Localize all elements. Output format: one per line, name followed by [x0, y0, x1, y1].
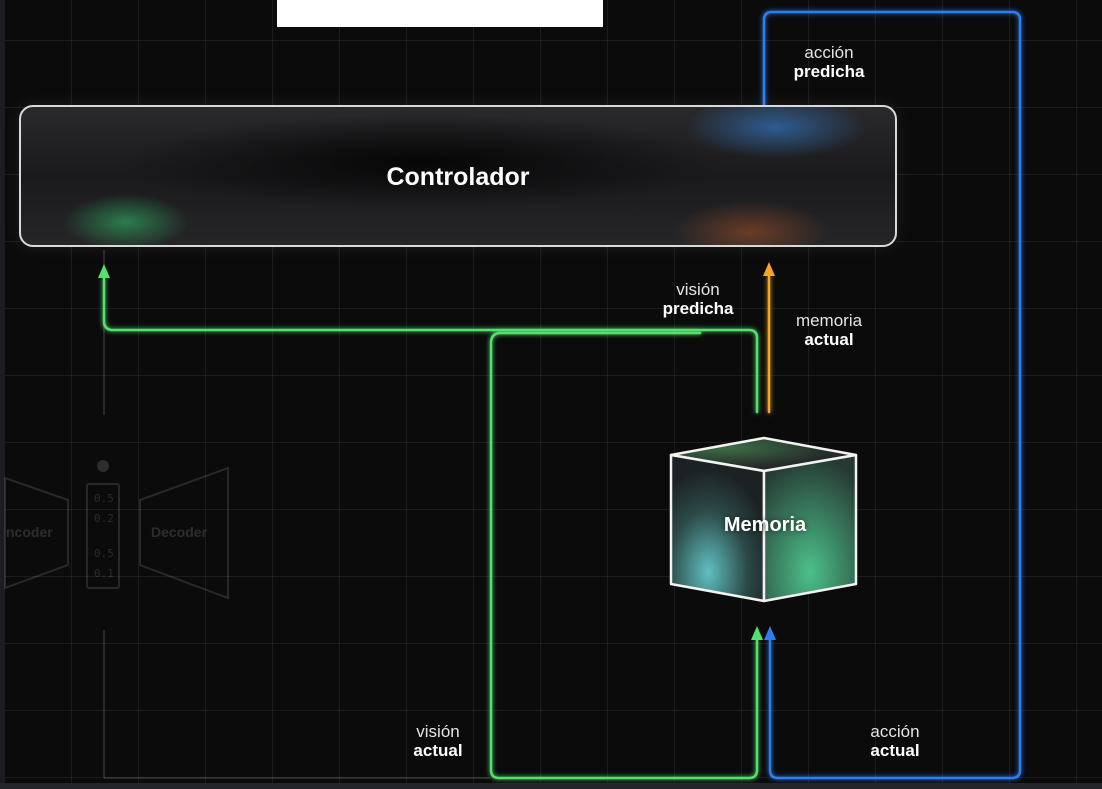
faded-eye-icon [97, 460, 109, 472]
memory-label: Memoria [723, 514, 807, 536]
decoder-label: Decoder [151, 524, 208, 540]
vision-arrowhead-memory [751, 626, 763, 640]
encoder-shape [4, 476, 69, 590]
action-arrowhead-memory [764, 626, 776, 640]
vector-value-3: 0.5 [94, 547, 114, 560]
label-accion-predicha: acción predicha [793, 43, 865, 81]
vector-value-2: 0.2 [94, 512, 114, 525]
bottom-frame-edge [0, 783, 1102, 789]
label-vision-predicha: visión predicha [662, 280, 734, 318]
header-bar [277, 0, 603, 27]
label-accion-actual: acción actual [870, 722, 920, 760]
label-memoria-actual: memoria actual [795, 311, 863, 349]
latent-vector-box [86, 483, 120, 589]
memory-arrowhead-controller [763, 262, 775, 276]
controller-block: Controlador [19, 105, 897, 247]
decoder-shape [139, 466, 229, 600]
current-vision-wire [489, 331, 759, 780]
encoder-label: ncoder [6, 524, 53, 540]
label-vision-actual: visión actual [413, 722, 463, 760]
action-wire [762, 10, 1022, 780]
predicted-vision-wire [102, 276, 759, 414]
vector-value-1: 0.5 [94, 492, 114, 505]
left-frame-edge [0, 0, 5, 789]
vision-arrowhead-controller [98, 264, 110, 278]
controller-label: Controlador [386, 163, 530, 191]
vector-value-4: 0.1 [94, 567, 114, 580]
memory-cube [669, 436, 858, 603]
